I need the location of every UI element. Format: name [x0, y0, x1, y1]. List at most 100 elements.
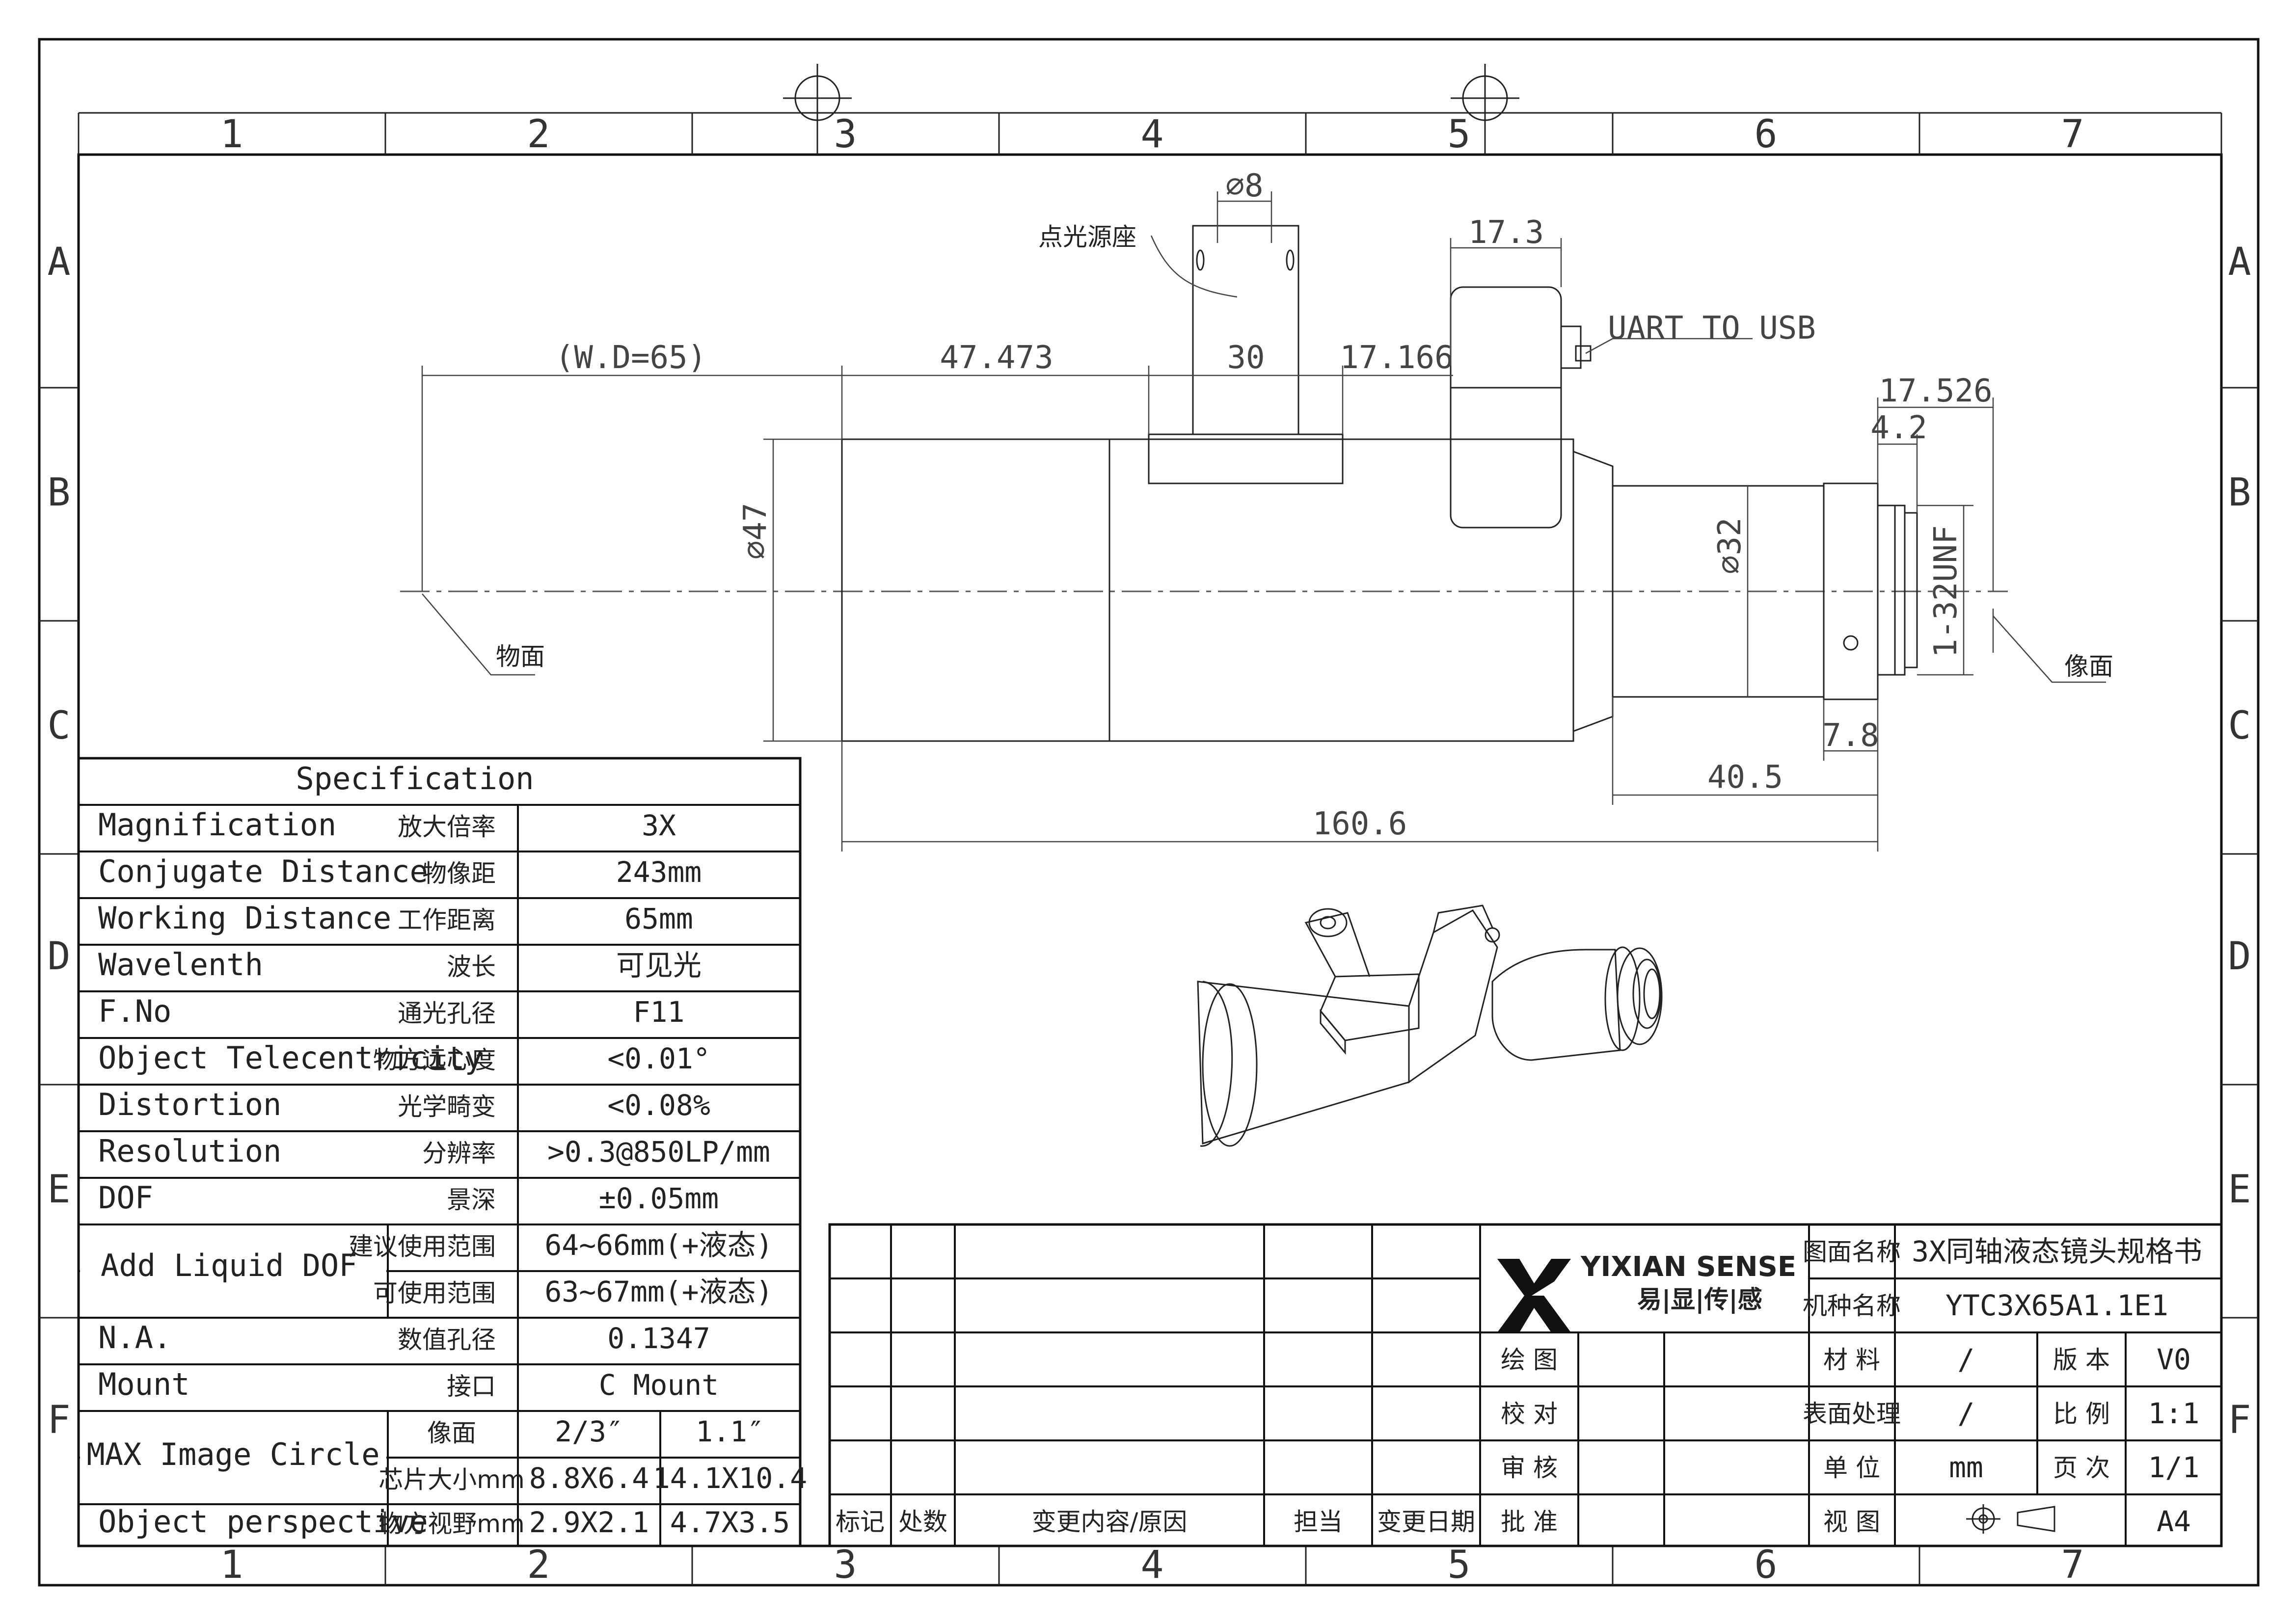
- drawing-name: 3X同轴液态镜头规格书: [1912, 1235, 2202, 1268]
- model-name: YTC3X65A1.1E1: [1945, 1289, 2168, 1322]
- spec-label-cn: 工作距离: [398, 906, 496, 934]
- version-label: 版 本: [2053, 1346, 2110, 1374]
- spec-value: 2.9X2.1: [529, 1506, 649, 1539]
- page-value: 1/1: [2148, 1451, 2200, 1484]
- column-label-bottom: 4: [1141, 1543, 1164, 1587]
- spec-label-en: Object Telecentricity: [98, 1040, 483, 1076]
- spec-value: 2/3″: [555, 1415, 623, 1448]
- spec-value: 3X: [642, 809, 676, 842]
- label-point-source: 点光源座: [1038, 223, 1136, 251]
- spec-label-cn: 景深: [447, 1186, 496, 1214]
- spec-label-en: Magnification: [98, 807, 336, 843]
- spec-value: 243mm: [616, 855, 702, 889]
- column-label-top: 7: [2061, 112, 2084, 157]
- column-label-top: 5: [1448, 112, 1471, 157]
- spec-value: 1.1″: [696, 1415, 764, 1448]
- title-block: YIXIAN SENSE 易|显|传|感 标记处数变更内容/原因担当变更日期绘 …: [828, 1223, 2223, 1547]
- material-value: /: [1958, 1343, 1975, 1376]
- column-label-bottom: 6: [1755, 1543, 1778, 1587]
- row-label-left: D: [48, 934, 71, 979]
- dim-4-2: 4.2: [1870, 410, 1927, 446]
- rev-header-date: 变更日期: [1377, 1508, 1475, 1536]
- dim-17-166: 17.166: [1340, 340, 1453, 376]
- dim-47-473: 47.473: [940, 340, 1053, 376]
- dim-17-3: 17.3: [1468, 214, 1544, 251]
- row-label-right: B: [2228, 471, 2251, 515]
- spec-label-cn: 像面: [427, 1419, 476, 1447]
- surface-value: /: [1958, 1397, 1975, 1430]
- spec-label-cn: 可使用范围: [373, 1279, 496, 1307]
- rev-header-content: 变更内容/原因: [1032, 1508, 1188, 1536]
- label-object-plane: 物面: [496, 642, 545, 671]
- dim-7-8: 7.8: [1822, 718, 1879, 754]
- approve-label: 批 准: [1501, 1508, 1558, 1536]
- row-label-left: B: [48, 471, 71, 515]
- centering-mark-right: [1451, 64, 1519, 155]
- scale-value: 1:1: [2148, 1397, 2200, 1430]
- scale-label: 比 例: [2053, 1400, 2110, 1428]
- draw-label: 绘 图: [1501, 1346, 1558, 1374]
- label-image-plane: 像面: [2064, 652, 2113, 681]
- row-label-right: E: [2228, 1168, 2251, 1212]
- dim-160-6: 160.6: [1313, 806, 1407, 842]
- version-value: V0: [2157, 1343, 2191, 1376]
- spec-label-cn: 放大倍率: [398, 813, 496, 841]
- spec-label-cn: 物方远心度: [373, 1046, 496, 1074]
- spec-value: 0.1347: [607, 1322, 710, 1355]
- spec-label-en: Conjugate Distance: [98, 853, 428, 889]
- row-label-right: F: [2228, 1398, 2251, 1442]
- column-label-bottom: 2: [527, 1543, 550, 1587]
- drawing-name-label: 图面名称: [1803, 1238, 1901, 1266]
- dim-wd: (W.D=65): [555, 340, 706, 376]
- spec-label-en: Resolution: [98, 1133, 281, 1169]
- spec-label-en: DOF: [98, 1180, 153, 1216]
- dim-d47: ⌀47: [737, 503, 774, 559]
- projection-symbol-icon: [1966, 1504, 2055, 1534]
- row-label-right: C: [2228, 704, 2251, 748]
- dimension-texts: ⌀8 17.3 (W.D=65) 47.473 30 17.166 17.526…: [496, 168, 2113, 842]
- row-label-right: D: [2228, 934, 2251, 979]
- row-label-left: A: [48, 240, 71, 284]
- model-label: 机种名称: [1803, 1292, 1901, 1320]
- row-label-right: A: [2228, 240, 2251, 284]
- spec-label-cn: 物方视野mm: [378, 1510, 524, 1538]
- review-label: 审 核: [1501, 1454, 1558, 1482]
- logo-text-en: YIXIAN SENSE: [1580, 1251, 1796, 1283]
- column-label-top: 3: [834, 112, 857, 157]
- page-label: 页 次: [2053, 1454, 2110, 1482]
- spec-value: 可见光: [616, 949, 702, 982]
- column-label-top: 1: [220, 112, 243, 157]
- unit-value: mm: [1949, 1451, 1983, 1484]
- spec-label-en: Working Distance: [98, 900, 391, 936]
- view-label: 视 图: [1823, 1508, 1880, 1536]
- spec-value: ±0.05mm: [599, 1182, 719, 1215]
- spec-value: 4.7X3.5: [670, 1506, 790, 1539]
- spec-label-cn: 波长: [447, 953, 496, 981]
- spec-value: F11: [633, 995, 685, 1029]
- dim-d8: ⌀8: [1225, 168, 1263, 204]
- spec-value: 64~66mm(+液态): [544, 1228, 773, 1262]
- spec-label-en: Mount: [98, 1366, 190, 1402]
- size-value: A4: [2157, 1505, 2191, 1538]
- spec-label-en: Add Liquid DOF: [101, 1248, 357, 1283]
- spec-value: C Mount: [599, 1368, 719, 1402]
- spec-value: 8.8X6.4: [529, 1462, 649, 1495]
- spec-value: <0.08%: [607, 1089, 710, 1122]
- spec-label-cn: 芯片大小mm: [378, 1465, 524, 1494]
- column-label-top: 2: [527, 112, 550, 157]
- spec-title: Specification: [296, 761, 534, 797]
- column-label-bottom: 3: [834, 1543, 857, 1587]
- row-label-left: F: [48, 1398, 71, 1442]
- spec-label-en: MAX Image Circle: [86, 1436, 379, 1472]
- spec-value: >0.3@850LP/mm: [547, 1135, 770, 1169]
- rev-header-count: 处数: [898, 1508, 947, 1536]
- spec-label-cn: 分辨率: [422, 1139, 496, 1168]
- dim-thread: 1-32UNF: [1928, 525, 1964, 658]
- surface-label: 表面处理: [1803, 1400, 1901, 1428]
- column-label-top: 4: [1141, 112, 1164, 157]
- dim-d32: ⌀32: [1712, 517, 1748, 574]
- spec-value: 63~67mm(+液态): [544, 1275, 773, 1308]
- spec-label-en: Object perspective: [98, 1504, 428, 1540]
- spec-value: 14.1X10.4: [653, 1462, 807, 1495]
